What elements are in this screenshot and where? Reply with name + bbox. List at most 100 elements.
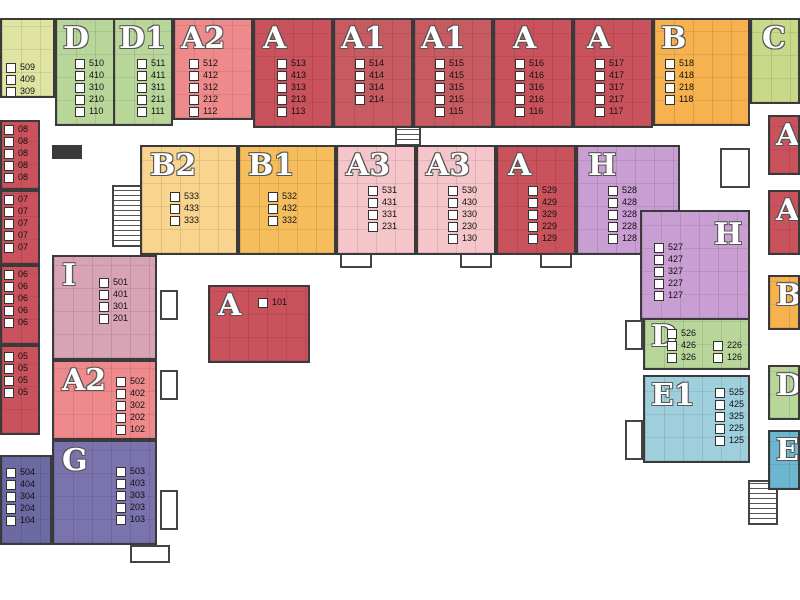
unit-number: 215 (435, 94, 464, 105)
unit-number-text: 332 (282, 215, 298, 225)
unit-number: 403 (116, 478, 145, 489)
unit-number-text: 412 (203, 70, 219, 80)
checkbox-square (595, 70, 605, 81)
checkbox-square (4, 218, 14, 229)
unit-number: 517 (595, 58, 624, 69)
unit-number: 06 (4, 293, 28, 304)
unit-type-label: A (218, 288, 242, 323)
unit-number: 504 (6, 467, 35, 478)
unit-number: 111 (137, 106, 165, 117)
checkbox-square (448, 185, 458, 196)
unit-number-text: 103 (130, 514, 146, 524)
checkbox-square (4, 281, 14, 292)
unit-number: 07 (4, 242, 28, 253)
unit-type-label: A (263, 21, 287, 56)
unit-number: 330 (448, 209, 477, 220)
unit-number: 07 (4, 206, 28, 217)
unit-number-text: 05 (18, 351, 29, 361)
unit-number-text: 126 (727, 352, 743, 362)
checkbox-square (528, 209, 538, 220)
unit-number: 08 (4, 124, 28, 135)
checkbox-square (268, 203, 278, 214)
unit-number-text: 428 (622, 197, 638, 207)
unit-number: 418 (665, 70, 694, 81)
checkbox-square (515, 70, 525, 81)
checkbox-square (435, 82, 445, 93)
unit-number-text: 501 (113, 277, 129, 287)
unit-number-text: 525 (729, 387, 745, 397)
checkbox-square (6, 467, 16, 478)
unit-number-text: 130 (462, 233, 478, 243)
unit-block: E (768, 430, 800, 490)
unit-number-text: 515 (449, 58, 465, 68)
unit-number: 303 (116, 490, 145, 501)
unit-number-text: 416 (529, 70, 545, 80)
unit-type-label: A (513, 21, 537, 56)
unit-number: 533 (170, 191, 199, 202)
unit-number-text: 414 (369, 70, 385, 80)
unit-number-text: 433 (184, 203, 200, 213)
unit-number-text: 07 (18, 242, 29, 252)
checkbox-square (654, 266, 664, 277)
checkbox-square (435, 106, 445, 117)
unit-number-text: 06 (18, 293, 29, 303)
unit-number: 531 (368, 185, 397, 196)
unit-type-label: E (776, 433, 799, 468)
checkbox-square (368, 209, 378, 220)
checkbox-square (665, 82, 675, 93)
checkbox-square (665, 94, 675, 105)
unit-number: 329 (528, 209, 557, 220)
unit-number-text: 302 (130, 400, 146, 410)
unit-number-text: 517 (609, 58, 625, 68)
unit-number: 218 (665, 82, 694, 93)
checkbox-square (137, 82, 147, 93)
unit-number-text: 128 (622, 233, 638, 243)
unit-number: 529 (528, 185, 557, 196)
checkbox-square (189, 94, 199, 105)
unit-number: 413 (277, 70, 306, 81)
checkbox-square (435, 70, 445, 81)
unit-block: A (768, 190, 800, 255)
unit-number: 302 (116, 400, 145, 411)
unit-number: 509 (6, 62, 35, 73)
checkbox-square (448, 233, 458, 244)
unit-number: 229 (528, 221, 557, 232)
unit-number: 513 (277, 58, 306, 69)
checkbox-square (170, 191, 180, 202)
unit-number-text: 202 (130, 412, 146, 422)
checkbox-square (277, 94, 287, 105)
unit-number-text: 411 (151, 70, 166, 80)
checkbox-square (715, 435, 725, 446)
checkbox-square (448, 197, 458, 208)
unit-number-text: 125 (729, 435, 745, 445)
unit-number: 117 (595, 106, 624, 117)
unit-number-text: 07 (18, 206, 29, 216)
unit-type-label: E1 (651, 378, 695, 413)
unit-number-text: 303 (130, 490, 146, 500)
unit-number-text: 526 (681, 328, 697, 338)
balcony (160, 370, 178, 400)
unit-type-label: A3 (346, 148, 391, 183)
unit-number-text: 401 (113, 289, 129, 299)
unit-number-text: 06 (18, 317, 29, 327)
checkbox-square (515, 58, 525, 69)
unit-number: 332 (268, 215, 297, 226)
unit-number: 211 (137, 94, 165, 105)
unit-number: 05 (4, 387, 28, 398)
unit-number-text: 104 (20, 515, 36, 525)
unit-type-label: A1 (421, 21, 466, 56)
unit-number-text: 113 (291, 106, 306, 116)
unit-number: 311 (137, 82, 165, 93)
unit-number-list: 101 (258, 297, 287, 309)
